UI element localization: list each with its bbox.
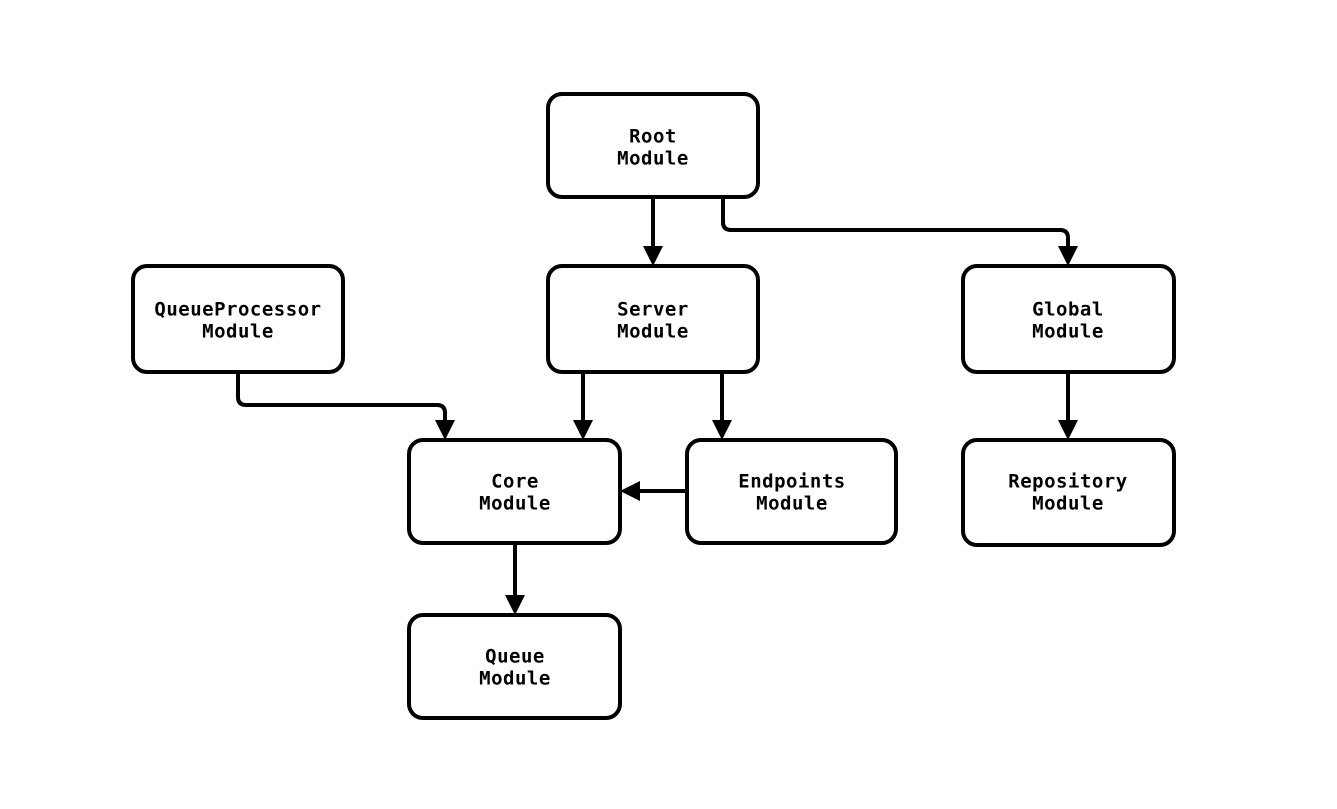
edge-layer (236, 197, 1078, 615)
edge-core-to-queue-arrowhead-icon (505, 595, 525, 615)
node-endpoints-module-label-line1: Endpoints (738, 471, 845, 493)
edge-endpoints-to-core (620, 481, 687, 501)
node-core-module-label-line1: Core (491, 471, 539, 493)
node-queueprocessor-module-label-line2: Module (202, 321, 274, 343)
node-global-module[interactable]: Global Module (961, 264, 1176, 374)
node-core-module-box[interactable] (407, 438, 622, 545)
node-core-module-label-line2: Module (479, 493, 551, 515)
edge-server-to-endpoints-arrowhead-icon (712, 420, 732, 440)
node-global-module-box[interactable] (961, 264, 1176, 374)
node-root-module-label-line2: Module (617, 148, 689, 170)
node-repository-module[interactable]: Repository Module (961, 438, 1176, 547)
node-repository-module-label-line1: Repository (1008, 471, 1127, 493)
node-core-module[interactable]: Core Module (407, 438, 622, 545)
edge-endpoints-to-core-arrowhead-icon (620, 481, 640, 501)
node-repository-module-label-line2: Module (1032, 493, 1104, 515)
edge-server-to-core (573, 372, 593, 440)
edge-server-to-endpoints (712, 372, 732, 440)
node-queue-module[interactable]: Queue Module (407, 613, 622, 720)
node-layer: Root Module QueueProcessor Module Server… (131, 92, 1176, 720)
node-queue-module-box[interactable] (407, 613, 622, 720)
node-queue-module-label-line2: Module (479, 668, 551, 690)
node-repository-module-box[interactable] (961, 438, 1176, 547)
edge-root-to-global (721, 197, 1078, 266)
node-endpoints-module-box[interactable] (685, 438, 898, 545)
node-endpoints-module-label-line2: Module (756, 493, 828, 515)
node-server-module[interactable]: Server Module (546, 264, 760, 374)
node-root-module[interactable]: Root Module (546, 92, 760, 199)
node-global-module-label-line1: Global (1032, 299, 1104, 321)
edge-queueprocessor-to-core (236, 372, 455, 440)
node-server-module-box[interactable] (546, 264, 760, 374)
edge-global-to-repository (1058, 372, 1078, 440)
edge-queueprocessor-to-core-line (236, 372, 447, 428)
node-queueprocessor-module[interactable]: QueueProcessor Module (131, 264, 345, 374)
edge-root-to-global-arrowhead-icon (1058, 246, 1078, 266)
node-server-module-label-line2: Module (617, 321, 689, 343)
node-root-module-label-line1: Root (629, 126, 677, 148)
edge-server-to-core-arrowhead-icon (573, 420, 593, 440)
node-endpoints-module[interactable]: Endpoints Module (685, 438, 898, 545)
edge-queueprocessor-to-core-arrowhead-icon (435, 420, 455, 440)
edge-core-to-queue (505, 543, 525, 615)
node-queue-module-label-line1: Queue (485, 646, 545, 668)
node-queueprocessor-module-label-line1: QueueProcessor (154, 299, 321, 321)
node-queueprocessor-module-box[interactable] (131, 264, 345, 374)
node-root-module-box[interactable] (546, 92, 760, 199)
edge-root-to-server (643, 197, 663, 266)
node-server-module-label-line1: Server (617, 299, 689, 321)
edge-root-to-server-arrowhead-icon (643, 246, 663, 266)
edge-global-to-repository-arrowhead-icon (1058, 420, 1078, 440)
edge-root-to-global-line (721, 197, 1070, 254)
node-global-module-label-line2: Module (1032, 321, 1104, 343)
